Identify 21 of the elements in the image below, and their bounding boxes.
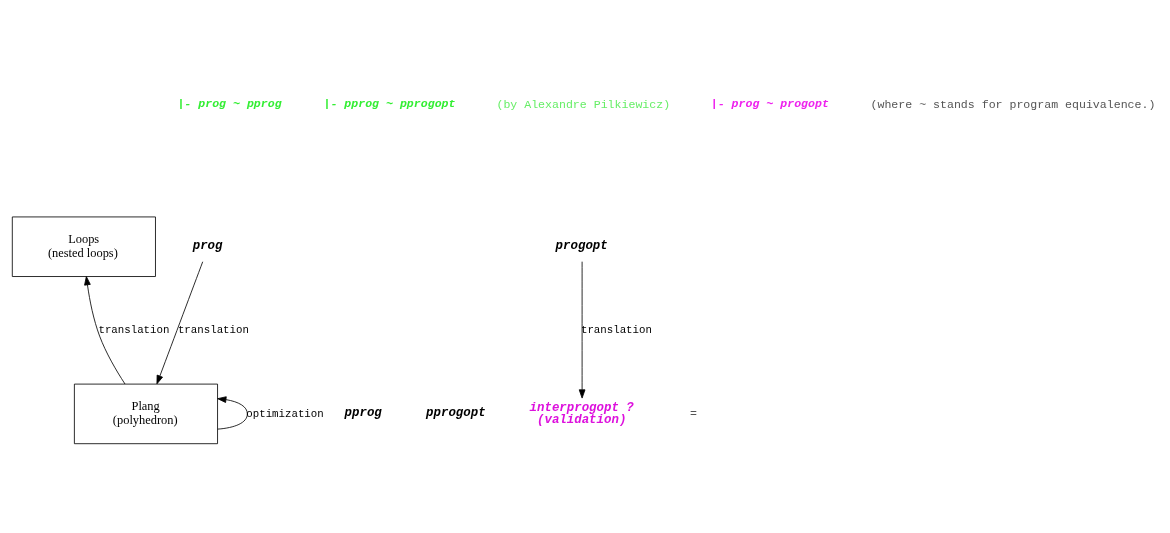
node-text: pprog (344, 405, 382, 420)
node-box: Plang (polyhedron) (73, 383, 218, 444)
edge-label: translation (580, 323, 652, 336)
label: |- prog ~ progopt (710, 96, 829, 110)
node-text: progopt (555, 238, 608, 253)
arrow (156, 260, 204, 384)
node-text: pprogopt (426, 405, 486, 420)
label: |- pprog ~ pprogopt (323, 96, 456, 110)
arrow (578, 260, 586, 398)
node-box: Loops (nested loops) (11, 216, 156, 277)
edge-label: optimization (246, 407, 324, 420)
edge-label: translation (177, 323, 249, 336)
node-text: interprogopt ? (validation) (529, 400, 634, 427)
arrow (84, 275, 126, 384)
arrow (217, 395, 248, 430)
edge-label: translation (98, 323, 170, 336)
label: |- prog ~ pprog (177, 96, 282, 110)
label: = (690, 406, 698, 420)
label: (where ~ stands for program equivalence.) (870, 97, 1156, 111)
label: (by Alexandre Pilkiewicz) (496, 97, 671, 111)
node-text: prog (192, 238, 223, 253)
